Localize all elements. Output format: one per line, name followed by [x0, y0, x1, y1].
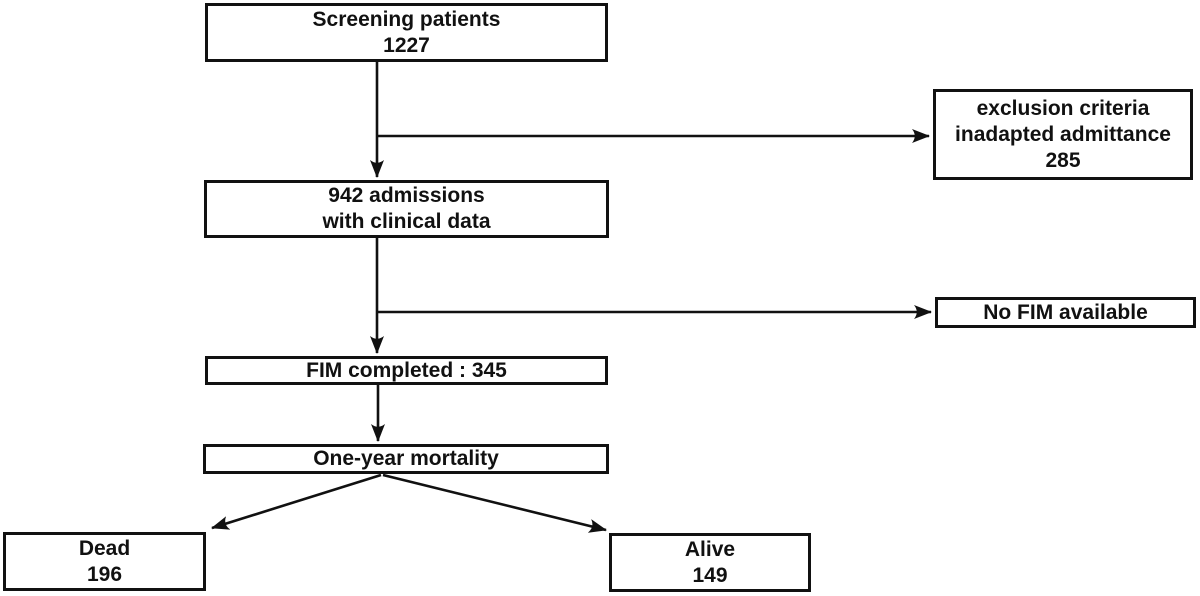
node-admissions-line2: with clinical data	[322, 210, 491, 233]
node-dead-label: Dead	[78, 536, 131, 560]
node-screening-patients: Screening patients 1227	[205, 3, 608, 62]
node-exclusion-line2: inadapted admittance	[955, 122, 1171, 146]
node-one-year-mortality: One-year mortality	[203, 444, 609, 474]
arrow-mortality-to-dead	[211, 473, 382, 530]
node-admissions-line1: 942 admissions	[328, 184, 485, 207]
node-admissions: 942 admissions with clinical data	[204, 180, 609, 238]
node-screening-line1: Screening patients	[312, 7, 501, 31]
node-dead: Dead 196	[3, 532, 206, 591]
node-fim-line1: FIM completed : 345	[306, 358, 507, 382]
node-fim-completed: FIM completed : 345	[205, 356, 608, 385]
node-mortality-line1: One-year mortality	[313, 447, 499, 470]
node-exclusion-count: 285	[1045, 148, 1081, 172]
node-alive: Alive 149	[609, 533, 811, 592]
node-no-fim-available: No FIM available	[935, 297, 1196, 328]
node-dead-count: 196	[86, 562, 123, 586]
node-nofim-line1: No FIM available	[983, 300, 1148, 324]
node-alive-label: Alive	[684, 537, 736, 561]
node-alive-count: 149	[692, 563, 728, 587]
node-exclusion-line1: exclusion criteria	[976, 96, 1150, 120]
node-screening-count: 1227	[383, 33, 430, 57]
arrow-mortality-to-alive	[382, 473, 607, 533]
node-exclusion-criteria: exclusion criteria inadapted admittance …	[933, 89, 1193, 180]
